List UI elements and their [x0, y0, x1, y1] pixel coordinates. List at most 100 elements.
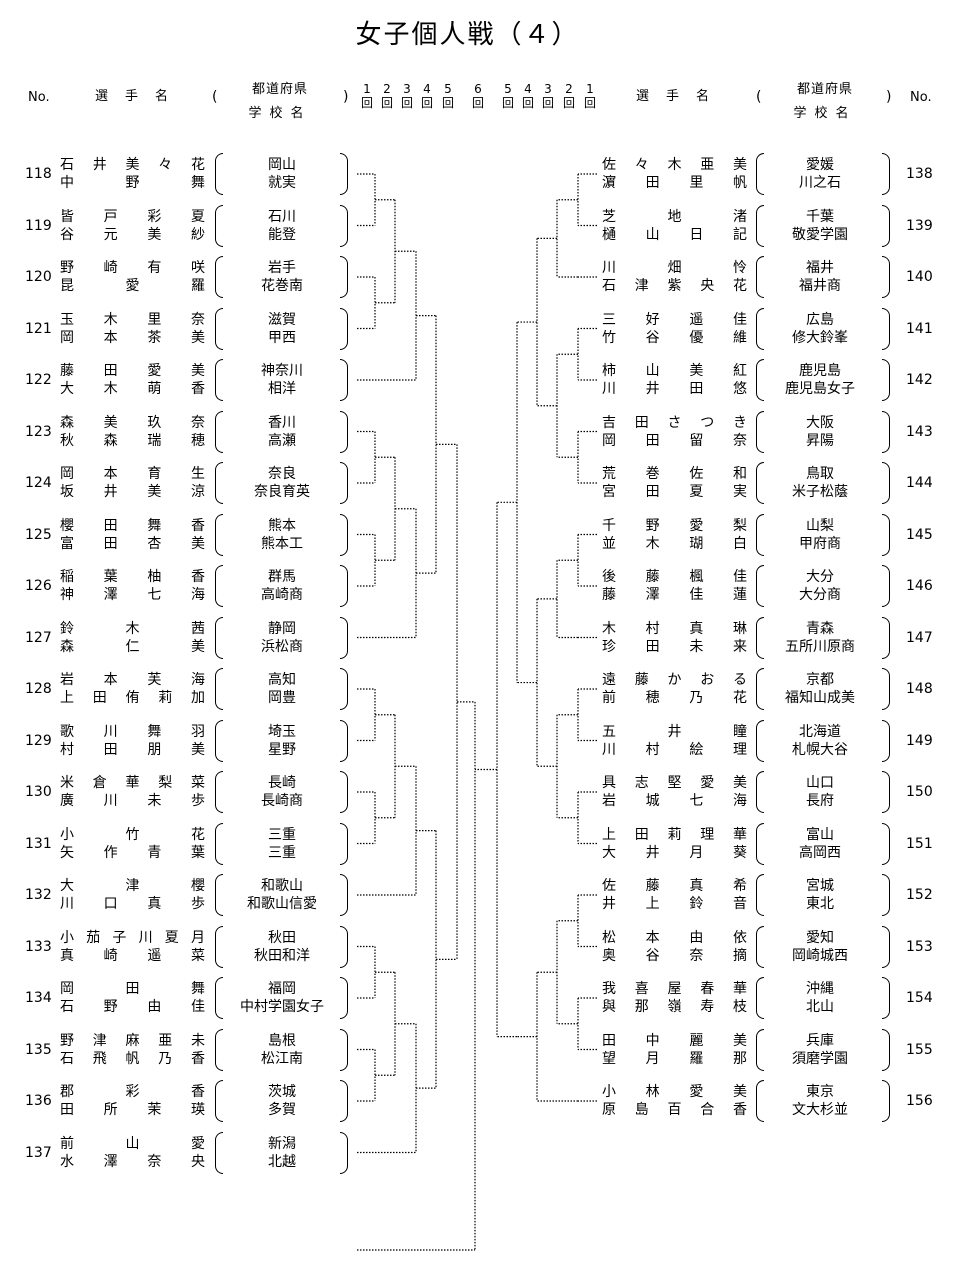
player-name: 森仁美	[60, 638, 205, 655]
header-paren-close-right: )	[886, 89, 892, 105]
prefecture: 鹿児島	[799, 363, 841, 379]
school: 甲府商	[799, 535, 841, 552]
school: 岡豊	[268, 690, 296, 706]
prefecture: 神奈川	[261, 363, 303, 379]
player-name: 川畑怜	[602, 260, 747, 276]
prefecture: 静岡	[268, 620, 296, 637]
pref-school: 群馬高崎商	[222, 568, 342, 604]
pref-school: 山口長府	[760, 774, 880, 810]
prefecture: 東京	[806, 1084, 834, 1100]
pref-school: 滋賀甲西	[222, 311, 342, 347]
pref-school: 茨城多賀	[222, 1083, 342, 1119]
school: 東北	[806, 896, 834, 912]
player-names: 佐藤真希井上鈴音	[602, 877, 747, 913]
pref-school: 神奈川相洋	[222, 362, 342, 398]
prefecture: 熊本	[268, 517, 296, 534]
player-name: 森美玖奈	[60, 414, 205, 431]
school: 花巻南	[261, 278, 303, 294]
school: 和歌山信愛	[247, 896, 317, 912]
brace-left	[215, 513, 223, 556]
school: 能登	[268, 226, 296, 243]
entry-number: 125	[25, 526, 52, 543]
player-name: 岡本育生	[60, 466, 205, 482]
header-pref-school-left: 都道府県 学校名	[240, 78, 320, 126]
brace-left	[215, 307, 223, 350]
school: 須磨学園	[792, 1050, 848, 1067]
entry-number: 151	[906, 835, 933, 852]
prefecture: 大阪	[806, 414, 834, 431]
player-name: 岡本茶美	[60, 329, 205, 346]
player-names: 三好遥佳竹谷優維	[602, 311, 747, 347]
player-name: 岡田舞	[60, 981, 205, 997]
player-name: 野津麻亜未	[60, 1032, 205, 1049]
brace-left	[215, 719, 223, 762]
school: 相洋	[268, 381, 296, 397]
entry-number: 122	[25, 372, 52, 388]
school: 長崎商	[261, 793, 303, 809]
player-names: 野津麻亜未石飛帆乃香	[60, 1032, 205, 1068]
prefecture: 秋田	[268, 929, 296, 946]
pref-school: 香川高瀬	[222, 414, 342, 450]
prefecture: 沖縄	[806, 981, 834, 997]
entry-right: 155 田中麗美望月羅那 兵庫須磨学園	[0, 1028, 933, 1072]
player-name: 前山愛	[60, 1135, 205, 1152]
school: 米子松蔭	[792, 484, 848, 500]
pref-school: 宮城東北	[760, 877, 880, 913]
player-name: 藤澤佳蓮	[602, 587, 747, 603]
entry-number: 131	[25, 835, 52, 852]
round-label-right-4: 1 回	[583, 82, 596, 110]
pref-school: 秋田秋田和洋	[222, 929, 342, 965]
pref-school: 大阪昇陽	[760, 414, 880, 450]
prefecture: 兵庫	[806, 1032, 834, 1049]
player-names: 稲葉柚香神澤七海	[60, 568, 205, 604]
prefecture: 青森	[806, 620, 834, 637]
player-name: 岡田留奈	[602, 432, 747, 449]
header-pref-label: 都道府県	[251, 82, 308, 97]
entry-number: 150	[906, 784, 933, 800]
player-name: 木村真琳	[602, 620, 747, 637]
player-names: 藤田愛美大木萌香	[60, 362, 205, 398]
pref-school: 島根松江南	[222, 1032, 342, 1068]
player-name: 歌川舞羽	[60, 723, 205, 740]
player-name: 五井瞳	[602, 723, 747, 740]
player-name: 神澤七海	[60, 587, 205, 603]
pref-school: 和歌山和歌山信愛	[222, 877, 342, 913]
prefecture: 北海道	[799, 723, 841, 740]
entry-number: 155	[906, 1041, 933, 1058]
player-name: 芝地渚	[602, 208, 747, 225]
prefecture: 愛知	[806, 929, 834, 946]
player-names: 櫻田舞香富田杏美	[60, 517, 205, 553]
entry-number: 139	[906, 217, 933, 234]
school: 松江南	[261, 1050, 303, 1067]
player-names: 小竹花矢作青葉	[60, 826, 205, 862]
header-no-right: No.	[910, 90, 932, 105]
entry-number: 154	[906, 990, 933, 1006]
player-name: 岩城七海	[602, 793, 747, 809]
player-names: 後藤楓佳藤澤佳蓮	[602, 568, 747, 604]
entry-number: 130	[25, 784, 52, 800]
entry-number: 136	[25, 1093, 52, 1109]
entry-number: 142	[906, 372, 933, 388]
round-label-left-5: 6 回	[471, 82, 484, 110]
player-names: 遠藤かおる前穂乃花	[602, 671, 747, 707]
round-label-right-2: 3 回	[541, 82, 554, 110]
brace-left	[215, 1131, 223, 1174]
player-name: 稲葉柚香	[60, 569, 205, 585]
brace-left	[756, 204, 764, 247]
school: 中村学園女子	[240, 999, 324, 1015]
school: 多賀	[268, 1102, 296, 1118]
entry-number: 128	[25, 681, 52, 697]
player-names: 田中麗美望月羅那	[602, 1032, 747, 1068]
entry-number: 119	[25, 217, 52, 234]
school: 就実	[268, 175, 296, 191]
player-name: 村田朋美	[60, 741, 205, 758]
school: 三重	[268, 844, 296, 861]
prefecture: 千葉	[806, 208, 834, 225]
header-paren-open-right: (	[756, 89, 762, 105]
